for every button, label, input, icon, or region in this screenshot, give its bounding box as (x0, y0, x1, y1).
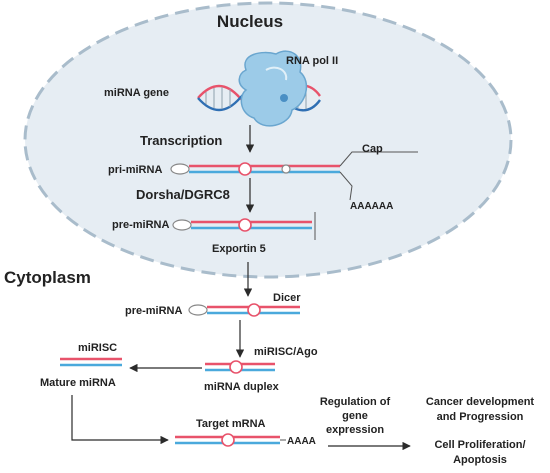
transcription-label: Transcription (140, 133, 222, 148)
cap-label: Cap (362, 143, 383, 155)
target-tail-label: AAAA (287, 436, 316, 447)
mature-mirna-label: Mature miRNA (40, 377, 116, 389)
regulation-label-line2: gene (342, 410, 368, 422)
mirisc-ago-label: miRISC/Ago (254, 346, 318, 358)
mirna-gene-label: miRNA gene (104, 87, 169, 99)
pre-mirna-nucleus-molecule (172, 212, 316, 240)
regulation-label-line1: Regulation of (320, 396, 391, 408)
dorsha-label: Dorsha/DGRC8 (136, 187, 230, 202)
regulation-label-line3: expression (326, 424, 384, 436)
mirisc-label: miRISC (78, 342, 117, 354)
cell-label-line1: Cell Proliferation/ (434, 439, 525, 451)
rna-polymerase-icon (238, 50, 308, 127)
pri-mirna-molecule (170, 151, 418, 201)
target-mrna-label: Target mRNA (196, 418, 266, 430)
mirna-duplex-label: miRNA duplex (204, 381, 280, 393)
mature-mirna-molecule (60, 357, 122, 367)
pre-mirna-nucleus-label: pre-miRNA (112, 219, 170, 231)
cell-label-line2: Apoptosis (453, 454, 507, 466)
nucleus-label: Nucleus (217, 12, 283, 31)
exportin-label: Exportin 5 (212, 243, 266, 255)
cancer-label-line2: and Progression (437, 411, 524, 423)
cytoplasm-label: Cytoplasm (4, 268, 91, 287)
cancer-label-line1: Cancer development (426, 396, 535, 408)
targeting-arrow (71, 395, 169, 445)
rna-pol-label: RNA pol II (286, 55, 338, 67)
poly-a-label: AAAAAA (350, 201, 393, 212)
dicer-label: Dicer (273, 292, 301, 304)
pre-mirna-cyto-molecule (188, 303, 300, 317)
pre-mirna-cyto-label: pre-miRNA (125, 305, 183, 317)
pri-mirna-label: pri-miRNA (108, 164, 162, 176)
nucleus-membrane (23, 1, 513, 279)
target-mrna-molecule (175, 433, 286, 447)
mirna-duplex-molecule (205, 360, 275, 374)
